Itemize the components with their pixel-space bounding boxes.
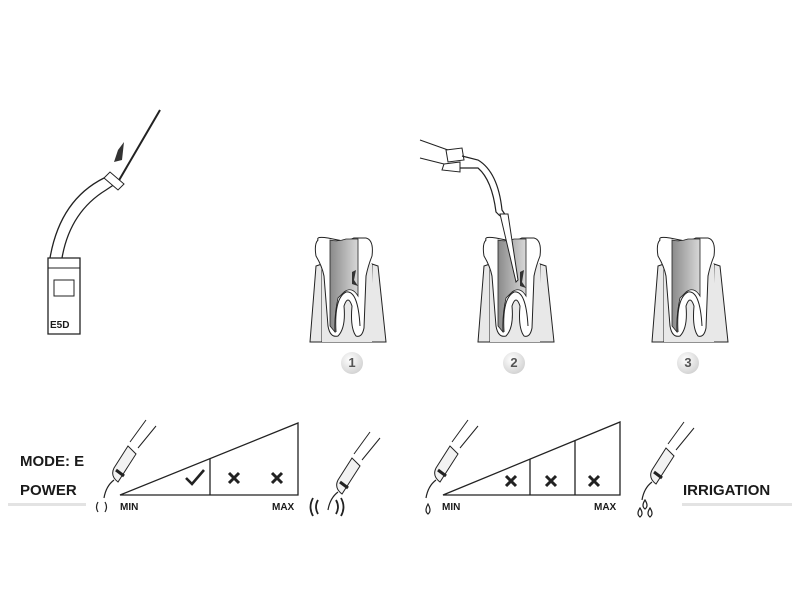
- tooth-step-3: [651, 236, 729, 343]
- divider: [682, 503, 792, 506]
- water-drops-icon: [637, 498, 653, 518]
- power-scale: [95, 418, 382, 517]
- handpiece-illustration: [419, 139, 519, 283]
- water-drop-icon: [425, 502, 431, 515]
- cross-icon: [544, 474, 558, 488]
- cross-icon: [587, 474, 601, 488]
- step-badge-2: 2: [503, 352, 525, 374]
- tooth-step-1: [309, 236, 387, 343]
- irrigation-scale: [424, 418, 696, 518]
- cross-icon: [227, 471, 241, 485]
- power-min-label: MIN: [120, 502, 139, 513]
- cross-icon: [504, 474, 518, 488]
- mode-label: MODE: E: [20, 453, 85, 470]
- high-vibration-icon: [309, 497, 345, 517]
- cross-icon: [270, 471, 284, 485]
- check-icon: [185, 469, 205, 486]
- power-title: POWER: [20, 482, 77, 499]
- handpiece-tip-icon: [326, 430, 382, 512]
- irrigation-title: IRRIGATION: [683, 482, 771, 499]
- power-max-label: MAX: [272, 502, 295, 513]
- tooth-step-2: [477, 236, 555, 343]
- e5d-tip-illustration: [47, 109, 161, 335]
- step-badge-3: 3: [677, 352, 699, 374]
- irrigation-max-label: MAX: [594, 502, 617, 513]
- divider: [8, 503, 86, 506]
- low-vibration-icon: [95, 501, 108, 513]
- step-badge-1: 1: [341, 352, 363, 374]
- tip-model-label: E5D: [50, 320, 70, 331]
- irrigation-min-label: MIN: [442, 502, 461, 513]
